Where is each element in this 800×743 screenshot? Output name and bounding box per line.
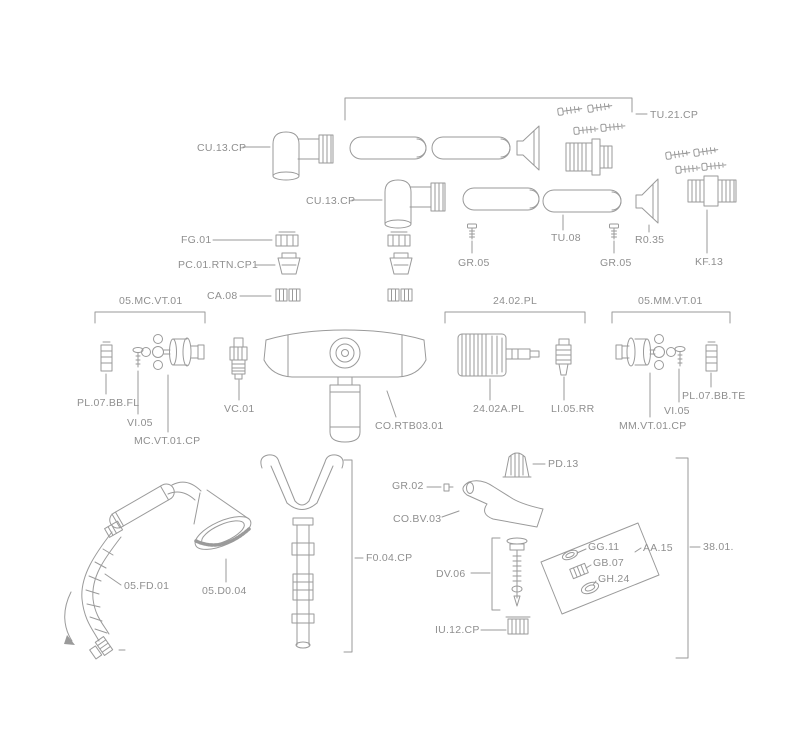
- part-label-38-01: 38.01.: [703, 541, 734, 553]
- part-label-pc-01-rtn-cp1: PC.01.RTN.CP1: [178, 259, 259, 271]
- part-label-co-rtb03-01: CO.RTB03.01: [375, 420, 444, 432]
- part-cradle-f004: [260, 454, 344, 649]
- part-label-vi-05-2: VI.05: [664, 405, 690, 417]
- part-flange-r035: [635, 178, 659, 224]
- part-gland-fg01: [275, 231, 299, 247]
- part-screw-gr05-b: [609, 223, 619, 240]
- part-spout-cobv03: [462, 480, 544, 528]
- part-diverter-dv06: [506, 537, 528, 607]
- part-label-ca-08: CA.08: [207, 290, 238, 302]
- part-screw-gr05-a: [467, 223, 477, 240]
- part-valve-mm: [615, 334, 676, 370]
- part-cartridge-2402a: [457, 333, 540, 377]
- part-label-kf-13: KF.13: [695, 256, 724, 268]
- leader-lines: [104, 113, 712, 631]
- part-nuts-ca08-a: [275, 288, 301, 302]
- part-label-co-bv-03: CO.BV.03: [393, 513, 442, 525]
- part-label-li-05-rr: LI.05.RR: [551, 403, 595, 415]
- group-leader-lines: [104, 113, 712, 631]
- part-hose: [81, 520, 126, 660]
- part-coupler-kf13: [687, 175, 737, 207]
- part-label-aa-15: AA.15: [643, 542, 673, 554]
- part-label-cu-13-cp-2: CU.13.CP: [306, 195, 356, 207]
- part-label-gr-02: GR.02: [392, 480, 424, 492]
- part-label-iu-12-cp: IU.12.CP: [435, 624, 480, 636]
- part-label-24-02-pl: 24.02.PL: [493, 295, 538, 307]
- part-label-05-d0-04: 05.D0.04: [202, 585, 247, 597]
- part-screws-right: [665, 145, 727, 174]
- part-fitting-top: [565, 138, 613, 176]
- part-flange-top: [516, 125, 540, 171]
- part-label-fg-01: FG.01: [181, 234, 212, 246]
- part-label-gb-07: GB.07: [593, 557, 625, 569]
- part-label-mc-vt-01-cp: MC.VT.01.CP: [134, 435, 201, 447]
- part-elbow-cu13-a: [272, 131, 334, 181]
- part-label-05-fd-01: 05.FD.01: [124, 580, 170, 592]
- part-tube-4: [542, 189, 622, 213]
- part-nuts-ca08-b: [387, 288, 413, 302]
- bracket-lines: [94, 97, 731, 659]
- part-body-co-rtb03: [263, 329, 427, 443]
- part-label-vc-01: VC.01: [224, 403, 255, 415]
- part-label-pl-07-bb-te: PL.07.BB.TE: [682, 390, 746, 402]
- part-label-tu-21-cp: TU.21.CP: [650, 109, 699, 121]
- part-screw-vi05-b: [674, 346, 686, 367]
- part-flex-arrow: [64, 591, 75, 645]
- part-cap-pl07fl: [100, 341, 113, 372]
- part-valve-mc: [141, 334, 205, 370]
- part-gland-b: [387, 231, 411, 247]
- part-tube-3: [462, 187, 540, 211]
- part-label-r0-35: R0.35: [635, 234, 665, 246]
- part-knob-pd13: [502, 452, 532, 478]
- part-label-pd-13: PD.13: [548, 458, 579, 470]
- part-label-dv-06: DV.06: [436, 568, 466, 580]
- part-label-vi-05-1: VI.05: [127, 417, 153, 429]
- part-label-gr-05-1: GR.05: [458, 257, 490, 269]
- part-fitting-b: [389, 252, 413, 275]
- part-label-gg-11: GG.11: [588, 541, 620, 553]
- part-elbow-cu13-b: [384, 179, 446, 229]
- part-label-cu-13-cp-1: CU.13.CP: [197, 142, 247, 154]
- part-screws-top: [557, 101, 626, 135]
- part-handshower: [109, 481, 252, 550]
- part-label-gr-05-2: GR.05: [600, 257, 632, 269]
- part-label-05-mc-vt-01: 05.MC.VT.01: [119, 295, 183, 307]
- part-kit-aa15: [540, 522, 660, 615]
- part-label-24-02a-pl: 24.02A.PL: [473, 403, 525, 415]
- part-cap-pl07te: [705, 341, 718, 372]
- part-fitting-iu12: [505, 616, 531, 635]
- part-cartridge-vc01: [229, 337, 248, 380]
- part-label-tu-08: TU.08: [551, 232, 581, 244]
- part-tube-2: [431, 136, 511, 160]
- group-brackets: [94, 97, 731, 659]
- part-label-pl-07-bb-fl: PL.07.BB.FL: [77, 397, 140, 409]
- part-screw-gr02: [443, 483, 454, 492]
- part-screw-vi05-a: [132, 347, 144, 368]
- part-fitting-pc01: [277, 252, 301, 275]
- part-label-mm-vt-01-cp: MM.VT.01.CP: [619, 420, 687, 432]
- part-label-05-mm-vt-01: 05.MM.VT.01: [638, 295, 703, 307]
- part-label-gh-24: GH.24: [598, 573, 630, 585]
- part-tube-1: [349, 136, 427, 160]
- part-li05rr: [555, 338, 572, 376]
- part-label-f0-04-cp: F0.04.CP: [366, 552, 413, 564]
